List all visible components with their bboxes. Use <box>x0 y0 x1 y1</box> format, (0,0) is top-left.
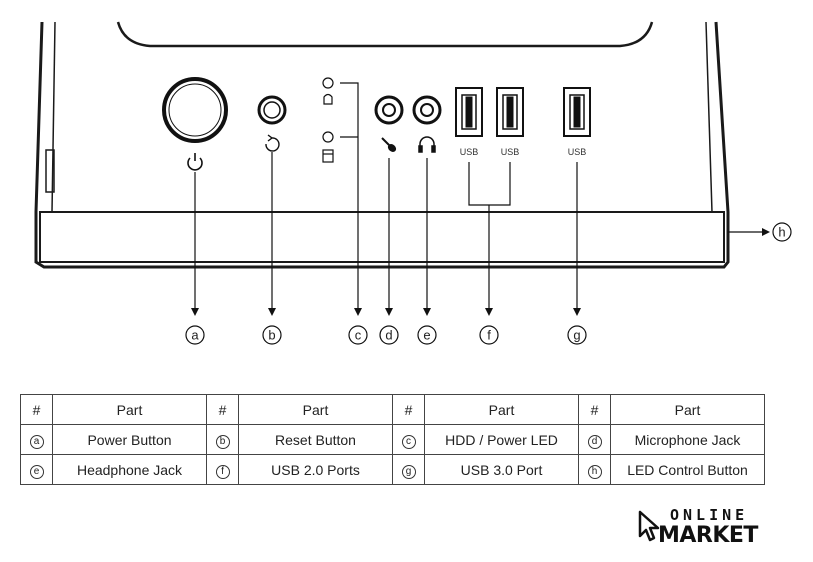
power-button <box>162 77 228 143</box>
power-icon <box>187 153 203 171</box>
svg-text:f: f <box>487 328 491 343</box>
column-header: # <box>578 394 611 425</box>
part-id: g <box>401 464 416 479</box>
callout-b: b <box>262 325 282 345</box>
usb-port-1 <box>455 87 483 137</box>
part-id: b <box>215 434 230 449</box>
callout-g: g <box>567 325 587 345</box>
reset-icon <box>265 134 280 152</box>
part-name-cell: Power Button <box>52 424 207 455</box>
leader-lines <box>194 82 764 310</box>
callout-d: d <box>379 325 399 345</box>
microphone-icon <box>381 137 397 152</box>
callout-e: e <box>417 325 437 345</box>
part-id-cell: g <box>392 454 425 485</box>
callout-f: f <box>479 325 499 345</box>
part-name-cell: Microphone Jack <box>610 424 765 455</box>
part-name-cell: Headphone Jack <box>52 454 207 485</box>
svg-text:e: e <box>423 328 430 343</box>
led-icon <box>322 77 334 105</box>
column-header: # <box>206 394 239 425</box>
part-id-cell: e <box>20 454 53 485</box>
svg-text:d: d <box>385 328 392 343</box>
part-id: a <box>29 434 44 449</box>
part-name-cell: USB 3.0 Port <box>424 454 579 485</box>
svg-text:g: g <box>573 328 580 343</box>
svg-text:c: c <box>355 328 362 343</box>
usb-label-1: USB <box>460 147 479 157</box>
column-header: Part <box>238 394 393 425</box>
column-header: Part <box>610 394 765 425</box>
online-market-logo: ONLINE MARKET <box>636 506 776 552</box>
part-id: e <box>29 464 44 479</box>
part-id: h <box>587 464 602 479</box>
front-panel-diagram: USB USB USB a b c d e f g h <box>34 21 792 345</box>
column-header: # <box>20 394 53 425</box>
part-name-cell: HDD / Power LED <box>424 424 579 455</box>
table-row: a Power Button b Reset Button c HDD / Po… <box>20 424 765 455</box>
usb-port-3 <box>563 87 591 137</box>
mouse-cursor-icon <box>638 510 660 542</box>
part-id-cell: a <box>20 424 53 455</box>
table-row: e Headphone Jack f USB 2.0 Ports g USB 3… <box>20 454 765 485</box>
headphone-jack <box>412 95 442 125</box>
headphone-icon <box>418 136 436 153</box>
hdd-icon <box>322 131 334 163</box>
usb-port-2 <box>496 87 524 137</box>
part-name-cell: Reset Button <box>238 424 393 455</box>
part-id-cell: h <box>578 454 611 485</box>
part-id: c <box>401 434 416 449</box>
svg-text:a: a <box>191 328 199 343</box>
part-id-cell: d <box>578 424 611 455</box>
column-header: # <box>392 394 425 425</box>
parts-table: # Part # Part # Part # Part a Power Butt… <box>20 394 765 485</box>
arrow-heads <box>191 228 770 316</box>
usb-label-3: USB <box>568 147 587 157</box>
usb-label-2: USB <box>501 147 520 157</box>
logo-line-market: MARKET <box>658 523 758 548</box>
reset-button <box>257 95 287 125</box>
svg-text:b: b <box>268 328 275 343</box>
part-id-cell: c <box>392 424 425 455</box>
callout-h: h <box>772 222 792 242</box>
part-id-cell: f <box>206 454 239 485</box>
column-header: Part <box>424 394 579 425</box>
part-name-cell: USB 2.0 Ports <box>238 454 393 485</box>
column-header: Part <box>52 394 207 425</box>
case-outline <box>34 21 730 269</box>
part-id: d <box>587 434 602 449</box>
part-id-cell: b <box>206 424 239 455</box>
part-name-cell: LED Control Button <box>610 454 765 485</box>
microphone-jack <box>374 95 404 125</box>
callout-a: a <box>185 325 205 345</box>
logo-line-online: ONLINE <box>670 506 749 524</box>
svg-text:h: h <box>778 225 785 240</box>
callout-c: c <box>348 325 368 345</box>
part-id: f <box>215 464 230 479</box>
table-header-row: # Part # Part # Part # Part <box>20 394 765 425</box>
